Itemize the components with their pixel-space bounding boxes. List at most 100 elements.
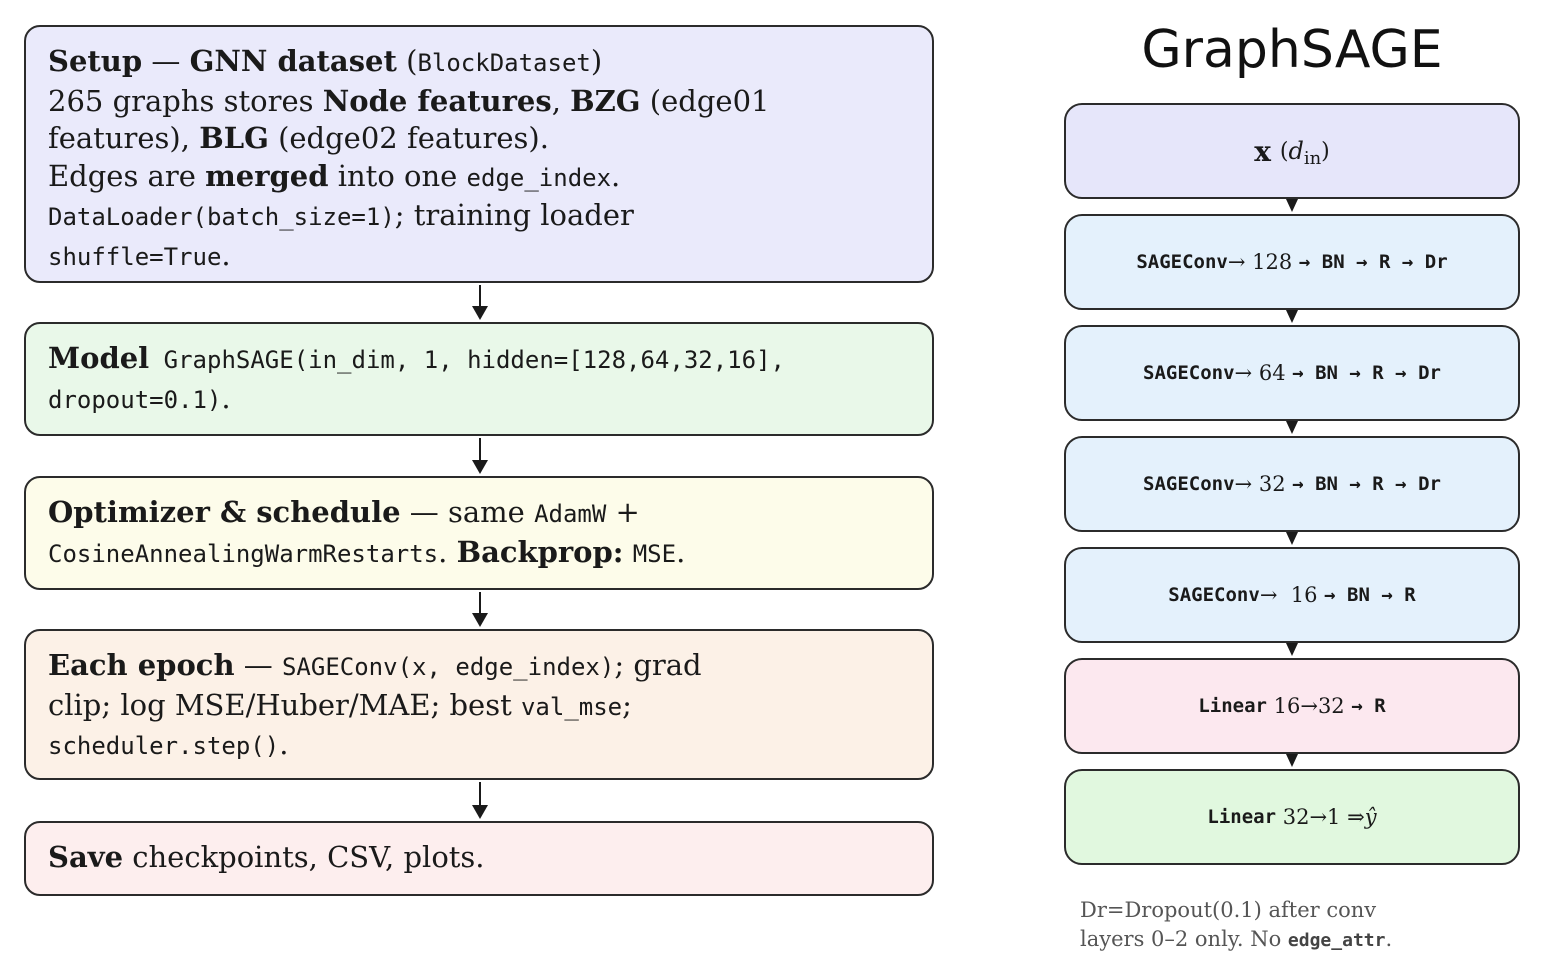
setup-heading: Setup	[48, 44, 143, 78]
setup-line-6: shuffle=True.	[48, 237, 910, 277]
layer-op: SAGEConv	[1143, 362, 1235, 384]
setup-line-5: DataLoader(batch_size=1); training loade…	[48, 197, 910, 237]
setup-dash: —	[142, 44, 190, 78]
footnote-line-2: layers 0–2 only. No edge_attr.	[1080, 925, 1520, 955]
layer-spec: 32→1	[1276, 805, 1348, 829]
footnote-text: layers 0–2 only. No	[1080, 927, 1288, 951]
setup-text: 265 graphs stores	[48, 83, 323, 118]
epoch-line-1: Each epoch — SAGEConv(x, edge_index); gr…	[48, 647, 910, 687]
footnote: Dr=Dropout(0.1) after conv layers 0–2 on…	[1080, 896, 1520, 955]
layer-spec: 16→32	[1266, 694, 1352, 718]
sageconv-layer-4: SAGEConv→ 16 → BN → R	[1064, 547, 1520, 643]
stack-arrow	[1286, 199, 1298, 212]
setup-line-1: Setup — GNN dataset (BlockDataset)	[48, 43, 910, 83]
sageconv-layer-3: SAGEConv→ 32 → BN → R → Dr	[1064, 436, 1520, 532]
flow-arrow	[472, 592, 488, 627]
model-constructor: GraphSAGE(in_dim, 1, hidden=[128,64,32,1…	[149, 346, 785, 374]
setup-text: into one	[328, 158, 467, 193]
optimizer-box: Optimizer & schedule — same AdamW + Cosi…	[24, 476, 934, 590]
optimizer-period: .	[676, 534, 686, 569]
flow-arrow	[472, 285, 488, 320]
epoch-line-2: clip; log MSE/Huber/MAE; best val_mse;	[48, 687, 910, 727]
save-text: checkpoints, CSV, plots.	[123, 840, 485, 874]
epoch-text: ; grad	[614, 648, 702, 682]
layer-op: SAGEConv	[1136, 251, 1228, 273]
layer-size: 128	[1245, 250, 1299, 274]
epoch-sageconv: SAGEConv(x, edge_index)	[281, 653, 615, 681]
input-sub: in	[1303, 147, 1322, 169]
layer-size: 32	[1252, 472, 1293, 496]
linear-layer-1: Linear 16→32 → R	[1064, 658, 1520, 754]
layer-size: 16	[1277, 583, 1325, 607]
stack-arrow	[1286, 421, 1298, 434]
stack-arrow	[1286, 754, 1298, 767]
epoch-heading: Each epoch	[48, 648, 235, 682]
save-box: Save checkpoints, CSV, plots.	[24, 821, 934, 896]
stack-arrow	[1286, 310, 1298, 323]
setup-edge-index: edge_index	[466, 163, 612, 192]
epoch-period: .	[279, 727, 289, 761]
setup-period: .	[611, 158, 621, 193]
setup-paren-close: )	[590, 44, 603, 78]
optimizer-plus: +	[606, 495, 640, 529]
setup-text: Edges are	[48, 158, 206, 193]
epoch-box: Each epoch — SAGEConv(x, edge_index); gr…	[24, 629, 934, 780]
flow-arrow	[472, 782, 488, 819]
footnote-period: .	[1385, 927, 1393, 951]
optimizer-text: — same	[400, 495, 535, 529]
flow-arrow	[472, 438, 488, 474]
footnote-line-1: Dr=Dropout(0.1) after conv	[1080, 898, 1377, 922]
optimizer-scheduler: CosineAnnealingWarmRestarts	[48, 539, 439, 568]
output-yhat: ŷ	[1364, 805, 1377, 829]
setup-merged: merged	[205, 158, 329, 193]
layer-rest: → BN → R → Dr	[1292, 362, 1441, 384]
setup-comma: ,	[551, 83, 571, 118]
stack-arrow	[1286, 643, 1298, 656]
setup-box: Setup — GNN dataset (BlockDataset) 265 g…	[24, 25, 934, 283]
epoch-text: clip; log MSE/Huber/MAE; best	[48, 687, 521, 722]
architecture-title: GraphSAGE	[1141, 20, 1443, 80]
layer-arrow: →	[1234, 361, 1253, 385]
setup-dataloader: DataLoader(batch_size=1)	[48, 203, 395, 231]
layer-op: Linear	[1198, 695, 1267, 717]
optimizer-heading: Optimizer & schedule	[48, 495, 401, 529]
setup-text: (edge02 features).	[268, 121, 549, 155]
optimizer-period: .	[438, 534, 457, 569]
footnote-edge-attr: edge_attr	[1287, 930, 1386, 951]
stack-arrow	[1286, 532, 1298, 545]
layer-rest: → BN → R → Dr	[1292, 473, 1441, 495]
epoch-scheduler-step: scheduler.step()	[48, 732, 280, 760]
layer-rest: → R	[1351, 695, 1386, 717]
input-paren: (	[1279, 138, 1289, 164]
input-d: d	[1288, 137, 1304, 165]
sageconv-layer-2: SAGEConv→ 64 → BN → R → Dr	[1064, 325, 1520, 421]
setup-line-2: 265 graphs stores Node features, BZG (ed…	[48, 83, 910, 121]
setup-shuffle: shuffle=True	[48, 242, 222, 271]
layer-op: Linear	[1207, 806, 1277, 828]
layer-rest: → BN → R	[1324, 584, 1416, 606]
setup-blg: BLG	[199, 121, 269, 155]
setup-bzg: BZG	[570, 83, 641, 118]
model-period: .	[221, 380, 231, 415]
input-x: x	[1254, 134, 1271, 168]
setup-text: features),	[48, 121, 200, 155]
linear-layer-2: Linear 32→1 ⇒ ŷ	[1064, 769, 1520, 865]
setup-line-3: features), BLG (edge02 features).	[48, 120, 910, 158]
setup-text: ; training loader	[394, 198, 634, 232]
setup-node-features: Node features	[322, 83, 552, 118]
optimizer-loss: MSE	[632, 539, 677, 568]
optimizer-line-2: CosineAnnealingWarmRestarts. Backprop: M…	[48, 534, 910, 574]
setup-dataset-heading: GNN dataset	[189, 44, 397, 78]
setup-line-4: Edges are merged into one edge_index.	[48, 158, 910, 198]
save-heading: Save	[48, 840, 124, 874]
optimizer-space	[624, 535, 633, 569]
model-dropout: dropout=0.1)	[48, 385, 222, 414]
epoch-val-mse: val_mse	[520, 692, 623, 721]
optimizer-backprop-heading: Backprop:	[456, 534, 624, 569]
setup-paren-open: (	[396, 44, 418, 78]
layer-op: SAGEConv	[1168, 584, 1260, 606]
setup-period: .	[221, 237, 231, 272]
save-line: Save checkpoints, CSV, plots.	[48, 839, 910, 877]
layer-arrow: →	[1234, 472, 1253, 496]
